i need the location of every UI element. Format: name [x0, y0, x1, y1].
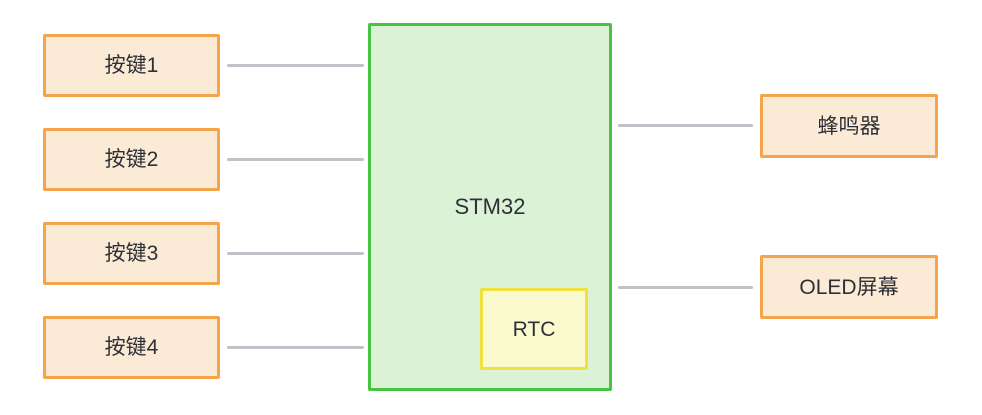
connector-buzzer: [618, 124, 753, 127]
node-button-2: 按键2: [43, 128, 220, 191]
node-stm32: STM32 RTC: [368, 23, 612, 391]
node-rtc: RTC: [480, 288, 588, 370]
connector-button-3: [227, 252, 364, 255]
node-button-3-label: 按键3: [104, 242, 159, 265]
node-button-4-label: 按键4: [104, 336, 159, 359]
node-oled-screen: OLED屏幕: [760, 255, 938, 319]
node-buzzer-label: 蜂鸣器: [817, 114, 881, 138]
node-button-4: 按键4: [43, 316, 220, 379]
connector-button-4: [227, 346, 364, 349]
connector-button-1: [227, 64, 364, 67]
node-button-2-label: 按键2: [104, 148, 159, 171]
node-button-1: 按键1: [43, 34, 220, 97]
node-stm32-label: STM32: [454, 194, 526, 219]
node-oled-screen-label: OLED屏幕: [799, 275, 899, 299]
node-rtc-label: RTC: [512, 317, 556, 341]
node-button-3: 按键3: [43, 222, 220, 285]
connector-oled: [618, 286, 753, 289]
node-buzzer: 蜂鸣器: [760, 94, 938, 158]
connector-button-2: [227, 158, 364, 161]
node-button-1-label: 按键1: [104, 54, 159, 77]
